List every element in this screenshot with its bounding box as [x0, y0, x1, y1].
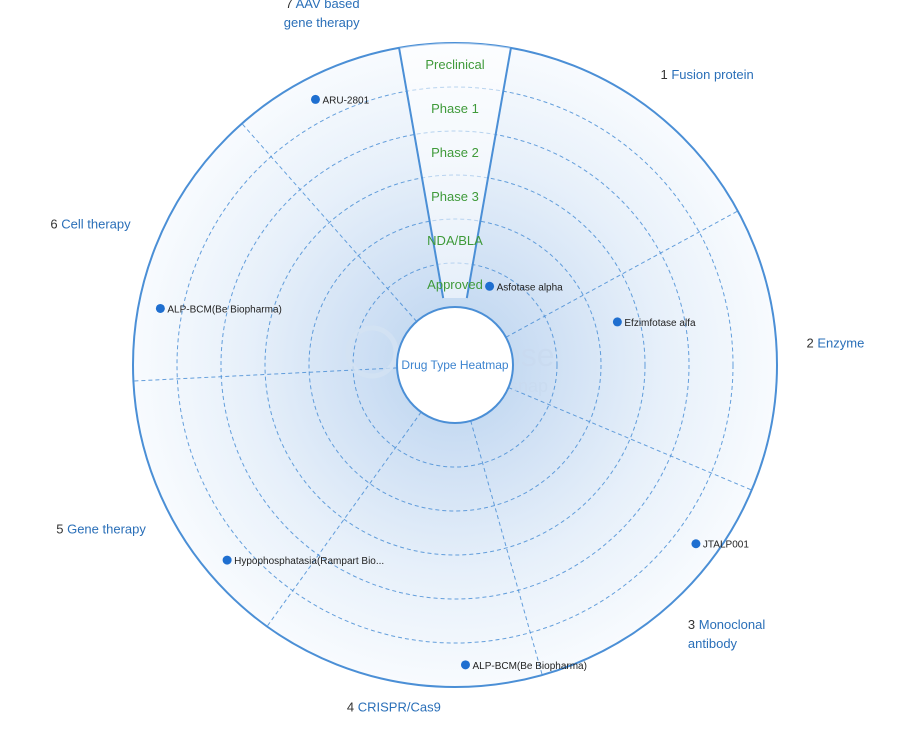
category-name-line2: antibody [688, 636, 738, 651]
category-number: 3 [688, 617, 699, 632]
sector-divider-3 [470, 420, 543, 676]
phase-wedge-left-edge [398, 47, 445, 299]
category-name: Enzyme [817, 335, 864, 350]
drug-point [612, 317, 622, 327]
drug-point [485, 281, 495, 291]
category-name: CRISPR/Cas9 [358, 700, 441, 715]
center-label: Drug Type Heatmap [401, 358, 508, 372]
phase-label: Phase 1 [431, 101, 479, 116]
drug-point [460, 660, 470, 670]
category-name: Gene therapy [67, 521, 146, 536]
category-number: 6 [50, 216, 61, 231]
category-number: 7 [285, 0, 295, 11]
phase-ring-3 [264, 174, 646, 556]
category-label: 6 Cell therapy [50, 216, 131, 231]
category-number: 2 [807, 335, 818, 350]
watermark-logo-icon [345, 325, 399, 379]
category-label: 7 AAV based gene therapy [284, 0, 360, 30]
drug-point [155, 303, 165, 313]
phase-label: NDA/BLA [427, 233, 483, 248]
sector-divider-2 [508, 387, 752, 491]
category-number: 5 [56, 521, 67, 536]
drug-label: ARU-2801 [322, 95, 369, 106]
phase-label: Phase 2 [431, 145, 479, 160]
category-name: Cell therapy [61, 216, 131, 231]
phase-wedge [398, 43, 512, 299]
phase-wedge-fill [399, 43, 511, 299]
phase-wedge-right-edge [465, 47, 512, 299]
category-label: 2 Enzyme [807, 335, 865, 350]
phase-label: Approved [427, 277, 483, 292]
category-name: Fusion protein [671, 67, 753, 82]
phase-label: Preclinical [425, 57, 484, 72]
phase-label: Phase 3 [431, 189, 479, 204]
sector-divider-1 [505, 210, 739, 338]
drug-label: ALP-BCM(Be Biopharma) [472, 661, 586, 672]
category-label: 1 Fusion protein [660, 67, 753, 82]
drug-label: Efzimfotase alfa [624, 318, 696, 329]
sector-divider-4 [266, 411, 422, 627]
category-label: 3 Monoclonal antibody [688, 617, 765, 651]
drug-label: Hypophosphatasia(Rampart Bio... [234, 556, 384, 567]
drug-point [222, 555, 232, 565]
category-name: AAV based [296, 0, 360, 11]
drug-label: ALP-BCM(Be Biopharma) [167, 304, 281, 315]
category-label: 4 CRISPR/Cas9 [347, 700, 441, 715]
category-label: 5 Gene therapy [56, 521, 146, 536]
drug-label: JTALP001 [703, 540, 749, 551]
category-name-line2: gene therapy [284, 15, 360, 30]
category-name: Monoclonal [699, 617, 766, 632]
category-number: 4 [347, 700, 358, 715]
sector-divider-6 [241, 123, 417, 322]
drug-label: Asfotase alpha [497, 282, 564, 293]
category-labels: 1 Fusion protein 2 Enzyme 3 Monoclonal anti… [50, 0, 864, 715]
center-hub: Drug Type Heatmap [396, 306, 514, 424]
drug-point [691, 539, 701, 549]
center-circle [396, 306, 514, 424]
category-number: 1 [660, 67, 671, 82]
drug-point [310, 94, 320, 104]
